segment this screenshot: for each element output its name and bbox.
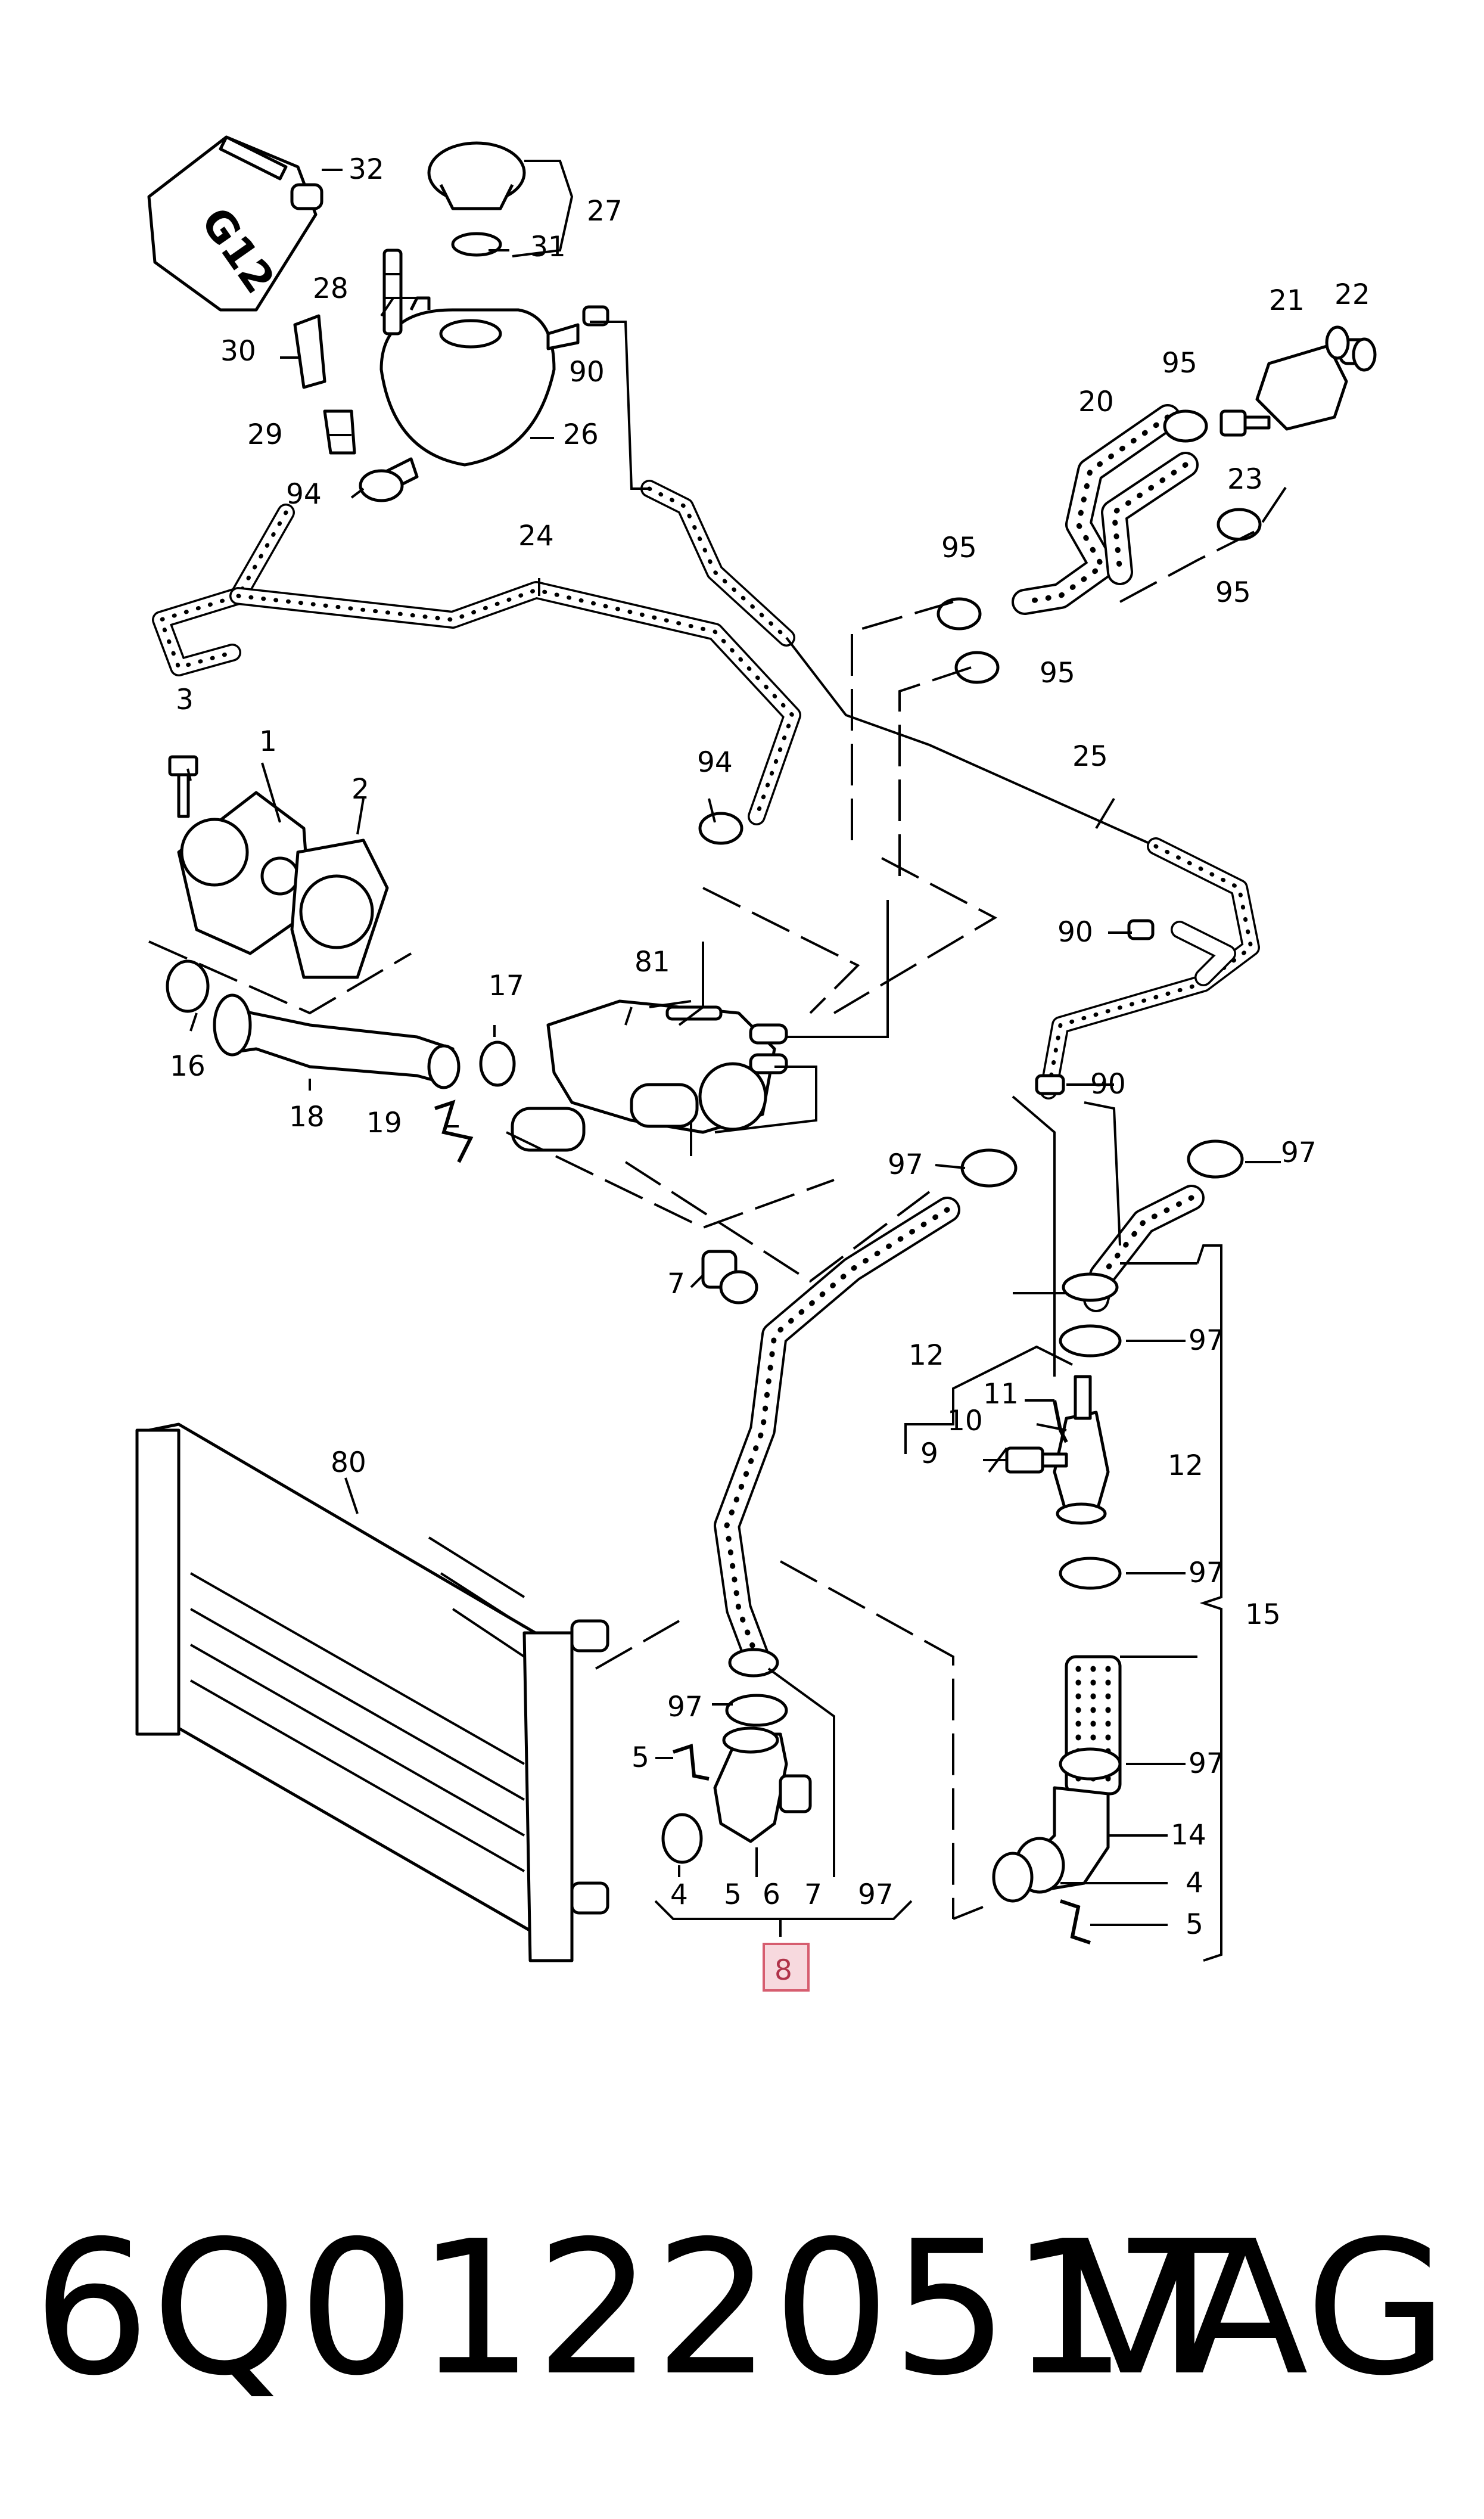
bolt-3 bbox=[168, 755, 198, 818]
label-90a: 90 bbox=[569, 356, 605, 389]
cap-27 bbox=[427, 141, 526, 257]
label-97e: 97 bbox=[667, 1691, 703, 1723]
hose-20 bbox=[1012, 404, 1199, 615]
part-number: 6Q0122051T bbox=[33, 2201, 1243, 2416]
label-4a: 4 bbox=[670, 1878, 688, 1911]
label-95c: 95 bbox=[941, 532, 977, 564]
clip-5-left bbox=[673, 1743, 710, 1781]
brand-name: VAG bbox=[1067, 2201, 1448, 2416]
label-27: 27 bbox=[587, 195, 623, 228]
label-7b: 7 bbox=[804, 1878, 822, 1911]
label-19: 19 bbox=[366, 1107, 402, 1139]
label-8: 8 bbox=[774, 1954, 792, 1987]
label-2: 2 bbox=[351, 773, 369, 806]
label-23: 23 bbox=[1227, 463, 1263, 496]
label-90b: 90 bbox=[1057, 916, 1093, 949]
label-81: 81 bbox=[634, 946, 670, 979]
label-4b: 4 bbox=[1186, 1866, 1203, 1899]
sensor-9 bbox=[1005, 1446, 1068, 1474]
label-20: 20 bbox=[1078, 386, 1114, 418]
plug-30 bbox=[293, 314, 326, 389]
label-90c: 90 bbox=[1090, 1068, 1126, 1101]
label-11: 11 bbox=[983, 1378, 1019, 1411]
radiator-80 bbox=[135, 1422, 609, 1962]
hose-24 bbox=[152, 504, 801, 825]
label-95b: 95 bbox=[1215, 576, 1251, 609]
callout-labels: 32 27 31 28 30 90 29 26 94 24 20 95 21 2… bbox=[170, 153, 1370, 1941]
label-30: 30 bbox=[220, 335, 256, 368]
clamps bbox=[359, 305, 1262, 1781]
label-97a: 97 bbox=[888, 1148, 923, 1181]
label-97b: 97 bbox=[1281, 1136, 1317, 1169]
label-97c: 97 bbox=[1189, 1324, 1224, 1357]
clip-29 bbox=[323, 409, 356, 455]
label-18: 18 bbox=[289, 1101, 325, 1133]
ring-17 bbox=[479, 1040, 516, 1087]
label-21: 21 bbox=[1269, 284, 1305, 317]
screw-23 bbox=[1219, 409, 1271, 437]
expansion-tank-26 bbox=[374, 296, 580, 496]
label-80: 80 bbox=[331, 1446, 366, 1479]
label-95a: 95 bbox=[1162, 347, 1197, 380]
label-24: 24 bbox=[518, 520, 554, 552]
label-5c: 5 bbox=[1186, 1908, 1203, 1941]
label-16: 16 bbox=[170, 1050, 206, 1083]
label-94a: 94 bbox=[286, 478, 322, 511]
label-29: 29 bbox=[247, 418, 283, 451]
highlight-part-8: 8 bbox=[763, 1943, 810, 1992]
label-32: 32 bbox=[349, 153, 384, 186]
o-rings-22 bbox=[1325, 325, 1377, 372]
label-94b: 94 bbox=[697, 746, 733, 779]
hose-vent bbox=[640, 480, 1156, 847]
clip-5-right bbox=[1060, 1899, 1091, 1945]
clip-19 bbox=[434, 1099, 474, 1163]
label-26: 26 bbox=[563, 418, 599, 451]
connector-10 bbox=[1053, 1375, 1110, 1525]
gasket-2 bbox=[290, 838, 389, 979]
label-14: 14 bbox=[1171, 1819, 1206, 1852]
label-7a: 7 bbox=[667, 1268, 685, 1300]
label-12a: 12 bbox=[909, 1339, 944, 1372]
sensor-28 bbox=[382, 249, 403, 336]
label-95d: 95 bbox=[1040, 657, 1075, 689]
pipe-18 bbox=[213, 993, 461, 1089]
label-97g: 97 bbox=[858, 1878, 894, 1911]
leader-lines bbox=[186, 160, 1281, 1962]
label-6: 6 bbox=[763, 1878, 780, 1911]
label-9: 9 bbox=[920, 1437, 938, 1470]
label-12b: 12 bbox=[1168, 1449, 1203, 1482]
o-ring-4-left bbox=[661, 1813, 703, 1864]
water-pump-1 bbox=[177, 791, 312, 955]
label-5a: 5 bbox=[631, 1741, 649, 1774]
o-ring-16 bbox=[166, 959, 210, 1013]
hose-upper-radiator bbox=[714, 1197, 960, 1670]
label-17: 17 bbox=[489, 970, 524, 1002]
label-5b: 5 bbox=[724, 1878, 742, 1911]
coolant-system-diagram: G12 bbox=[135, 135, 1377, 1992]
label-97f: 97 bbox=[1189, 1747, 1224, 1780]
label-97d: 97 bbox=[1189, 1557, 1224, 1589]
cap-7 bbox=[701, 1250, 758, 1304]
label-25: 25 bbox=[1072, 740, 1108, 773]
label-1: 1 bbox=[259, 725, 277, 758]
label-15: 15 bbox=[1245, 1598, 1281, 1631]
coolant-canister-32: G12 bbox=[147, 135, 323, 312]
label-10: 10 bbox=[947, 1405, 983, 1437]
thermostat-housing-81 bbox=[511, 999, 788, 1152]
label-3: 3 bbox=[176, 684, 194, 716]
hose-25 bbox=[1040, 837, 1260, 1099]
label-22: 22 bbox=[1334, 278, 1370, 311]
flange-6 bbox=[713, 1726, 812, 1843]
label-31: 31 bbox=[530, 231, 566, 263]
label-28: 28 bbox=[313, 272, 349, 305]
o-ring-4-right bbox=[992, 1852, 1034, 1903]
